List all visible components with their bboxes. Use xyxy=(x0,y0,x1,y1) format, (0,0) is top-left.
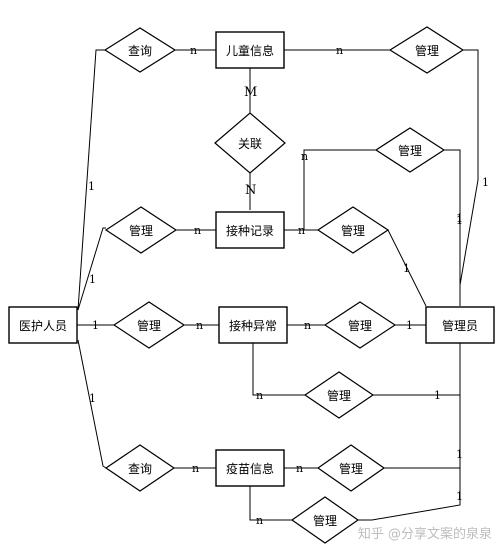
cardinality-label: n xyxy=(194,224,201,237)
relationship-manage-record-2-label: 管理 xyxy=(341,223,365,238)
cardinality-label: n xyxy=(296,462,303,475)
relationship-manage-abnormal-admin-label: 管理 xyxy=(348,318,372,333)
cardinality-label: 1 xyxy=(456,214,463,227)
cardinality-label: n xyxy=(256,389,263,402)
entity-children-info: 儿童信息 xyxy=(215,31,285,69)
cardinality-label: n xyxy=(298,224,305,237)
entity-vaccine-info-label: 疫苗信息 xyxy=(226,461,274,476)
cardinality-label: 1 xyxy=(406,319,413,332)
cardinality-label: 1 xyxy=(456,212,463,225)
entity-children-info-label: 儿童信息 xyxy=(226,43,274,58)
relationship-manage-record-admin-label: 管理 xyxy=(398,143,422,158)
cardinality-label: n xyxy=(256,514,263,527)
cardinality-label: N xyxy=(245,183,256,198)
cardinality-label: 1 xyxy=(482,176,489,189)
cardinality-labels: n n 1 M N n 1 n n 1 1 n 1 n 1 1 n 1 n 1 … xyxy=(88,44,489,527)
relationship-manage-record-staff: 管理 xyxy=(104,206,178,254)
cardinality-label: 1 xyxy=(403,262,410,275)
relationship-manage-children: 管理 xyxy=(388,26,465,74)
cardinality-label: M xyxy=(244,85,257,100)
cardinality-label: n xyxy=(336,44,343,57)
entity-vaccine-info: 疫苗信息 xyxy=(215,449,285,487)
connector-lines xyxy=(77,49,479,521)
entity-vaccination-record-label: 接种记录 xyxy=(226,223,274,238)
cardinality-label: n xyxy=(190,44,197,57)
cardinality-label: 1 xyxy=(89,392,96,405)
relationship-query-vaccine: 查询 xyxy=(104,444,176,492)
relationship-manage-children-label: 管理 xyxy=(415,43,439,58)
entity-vaccination-abnormal-label: 接种异常 xyxy=(229,318,277,333)
relationship-manage-record-staff-label: 管理 xyxy=(129,223,153,238)
entity-vaccination-record: 接种记录 xyxy=(215,211,285,249)
relationship-manage-abnormal-staff: 管理 xyxy=(112,301,186,349)
relationship-manage-abnormal-2: 管理 xyxy=(303,371,375,419)
watermark-text: 知乎 @分享文案的泉泉 xyxy=(358,526,492,542)
relationship-query-children-label: 查询 xyxy=(128,44,152,58)
entity-medical-staff-label: 医护人员 xyxy=(19,319,67,333)
relationship-manage-record-2: 管理 xyxy=(316,206,390,254)
relationship-query-children: 查询 xyxy=(103,27,177,73)
relationship-manage-abnormal-admin: 管理 xyxy=(323,301,397,349)
relationship-manage-record-admin: 管理 xyxy=(374,127,446,173)
cardinality-label: 1 xyxy=(456,490,463,503)
relationship-query-vaccine-label: 查询 xyxy=(128,462,152,476)
cardinality-label: n xyxy=(196,319,203,332)
relationship-manage-abnormal-staff-label: 管理 xyxy=(137,318,161,333)
entity-administrator: 管理员 xyxy=(425,306,495,344)
cardinality-label: n xyxy=(304,319,311,332)
cardinality-label: 1 xyxy=(89,273,96,286)
cardinality-label: 1 xyxy=(456,448,463,461)
relationship-manage-vaccine-admin: 管理 xyxy=(316,444,386,492)
relationship-manage-vaccine-2: 管理 xyxy=(290,496,360,544)
cardinality-label: 1 xyxy=(88,180,95,193)
cardinality-label: 1 xyxy=(434,389,441,402)
relationship-associate-label: 关联 xyxy=(238,137,262,151)
relationship-manage-vaccine-admin-label: 管理 xyxy=(339,461,363,476)
cardinality-label: n xyxy=(192,462,199,475)
entity-vaccination-abnormal: 接种异常 xyxy=(218,306,288,344)
relationship-associate: 关联 xyxy=(214,112,286,174)
entity-medical-staff: 医护人员 xyxy=(8,306,78,344)
cardinality-label: n xyxy=(301,150,308,163)
entity-administrator-label: 管理员 xyxy=(442,318,478,333)
cardinality-label: 1 xyxy=(92,319,99,332)
relationship-manage-abnormal-2-label: 管理 xyxy=(327,388,351,403)
relationship-manage-vaccine-2-label: 管理 xyxy=(313,513,337,528)
